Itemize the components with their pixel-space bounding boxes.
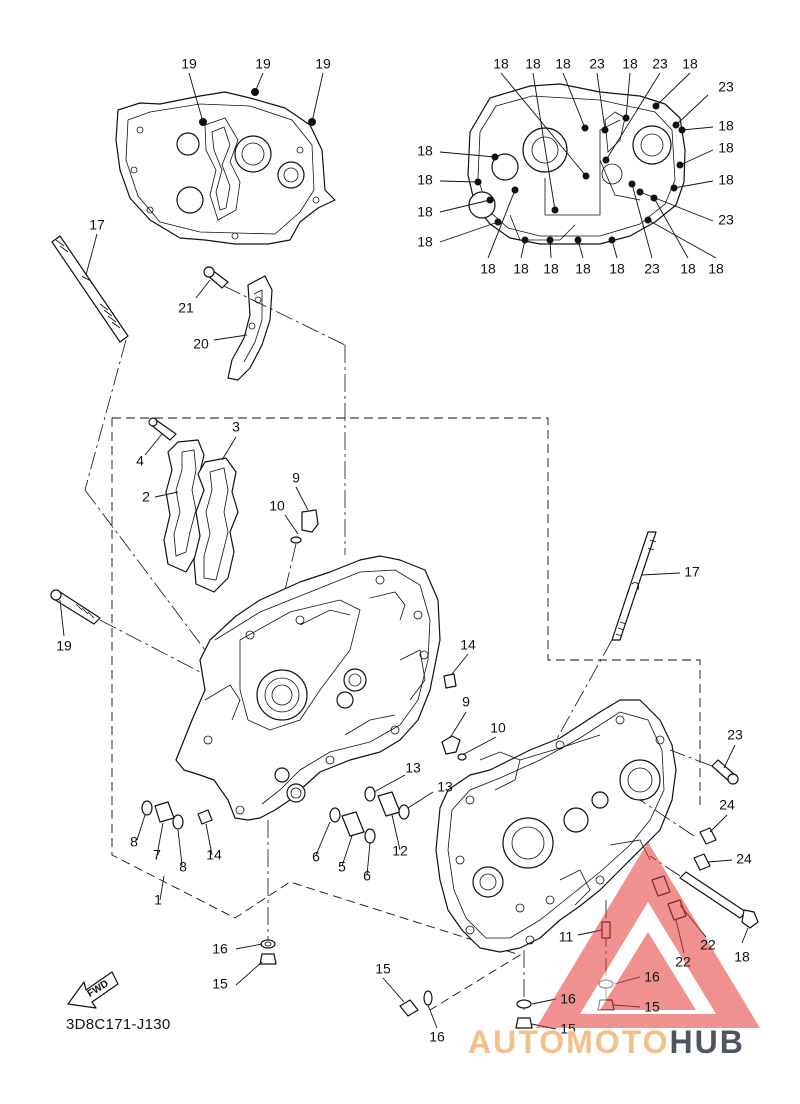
callout-18: 18	[680, 261, 696, 277]
callout-23: 23	[727, 727, 743, 743]
callout-21: 21	[178, 300, 194, 316]
callout-7: 7	[153, 847, 161, 863]
crankcase-right-face-view	[439, 72, 717, 259]
callout-15: 15	[644, 999, 660, 1015]
callout-16: 16	[429, 1029, 445, 1045]
callout-18: 18	[609, 261, 625, 277]
callout-13: 13	[437, 779, 453, 795]
callout-23: 23	[644, 261, 660, 277]
callout-18: 18	[480, 261, 496, 277]
callout-20: 20	[193, 336, 209, 352]
long-bolt-18	[649, 855, 759, 944]
callout-18: 18	[417, 143, 433, 159]
callout-24: 24	[719, 797, 735, 813]
callout-16: 16	[644, 969, 660, 985]
stud-bolt-right	[544, 531, 681, 761]
watermark-logo-icon	[536, 842, 760, 1028]
callout-18: 18	[417, 234, 433, 250]
crankcase-left-enclosure	[111, 417, 701, 1011]
callout-15: 15	[212, 976, 228, 992]
callout-18: 18	[734, 949, 750, 965]
callout-16: 16	[560, 991, 576, 1007]
chain-guide-assembly	[195, 266, 346, 555]
callout-18: 18	[622, 56, 638, 72]
watermark-text-part1: AUTOMOTO	[468, 1024, 670, 1060]
callout-19: 19	[255, 56, 271, 72]
callout-11: 11	[559, 929, 574, 945]
callout-18: 18	[417, 204, 433, 220]
watermark-text-part2: HUB	[669, 1024, 745, 1060]
seals-and-bearings	[136, 774, 434, 940]
gaskets	[144, 417, 239, 593]
callout-10: 10	[269, 498, 285, 514]
callout-17: 17	[684, 564, 700, 580]
sensor-left	[284, 486, 319, 591]
callout-15: 15	[560, 1021, 576, 1037]
callout-labels: 19 19 19 18 18 18 23 18 23 18 23 18 18 1…	[56, 56, 752, 1045]
fwd-arrow-icon: FWD	[67, 971, 119, 1009]
callout-3: 3	[232, 419, 240, 435]
callout-18: 18	[513, 261, 529, 277]
callout-23: 23	[589, 56, 605, 72]
callout-14: 14	[206, 847, 222, 863]
callout-19: 19	[315, 56, 331, 72]
crankcase-left-half	[175, 555, 441, 821]
callout-13: 13	[405, 760, 421, 776]
callout-6: 6	[363, 868, 371, 884]
callout-9: 9	[462, 694, 470, 710]
callout-14: 14	[460, 637, 476, 653]
callout-18: 18	[493, 56, 509, 72]
callout-17: 17	[89, 217, 105, 233]
callout-10: 10	[490, 720, 506, 736]
callout-9: 9	[292, 470, 300, 486]
callout-2: 2	[142, 489, 150, 505]
callout-18: 18	[543, 261, 559, 277]
callout-16: 16	[212, 941, 228, 957]
callout-18: 18	[525, 56, 541, 72]
callout-18: 18	[575, 261, 591, 277]
callout-23: 23	[718, 212, 734, 228]
callout-6: 6	[312, 849, 320, 865]
callout-8: 8	[130, 834, 138, 850]
callout-12: 12	[392, 843, 408, 859]
callout-18: 18	[718, 118, 734, 134]
callout-8: 8	[179, 859, 187, 875]
callout-5: 5	[338, 859, 346, 875]
bolt-and-dowels-right	[639, 744, 739, 871]
part-diagram-code: 3D8C171-J130	[66, 1016, 171, 1033]
callout-22: 22	[675, 954, 691, 970]
callout-24: 24	[736, 851, 752, 867]
callout-18: 18	[708, 261, 724, 277]
watermark-text: AUTOMOTOHUB	[468, 1024, 745, 1061]
crankcase-right-half	[435, 699, 677, 1010]
callout-23: 23	[652, 56, 668, 72]
callout-22: 22	[700, 937, 716, 953]
stud-bolt-left	[51, 233, 206, 651]
callout-23: 23	[718, 79, 734, 95]
long-bolt-19	[50, 589, 201, 673]
callout-18: 18	[682, 56, 698, 72]
callout-18: 18	[417, 172, 433, 188]
callout-18: 18	[718, 172, 734, 188]
callout-19: 19	[181, 56, 197, 72]
callout-18: 18	[718, 140, 734, 156]
crankcase-left-face-view	[115, 72, 336, 245]
callout-15: 15	[375, 961, 391, 977]
callout-1: 1	[154, 892, 162, 908]
callout-4: 4	[136, 453, 144, 469]
small-parts-upper	[441, 653, 497, 761]
callout-18: 18	[555, 56, 571, 72]
callout-19: 19	[56, 638, 72, 654]
